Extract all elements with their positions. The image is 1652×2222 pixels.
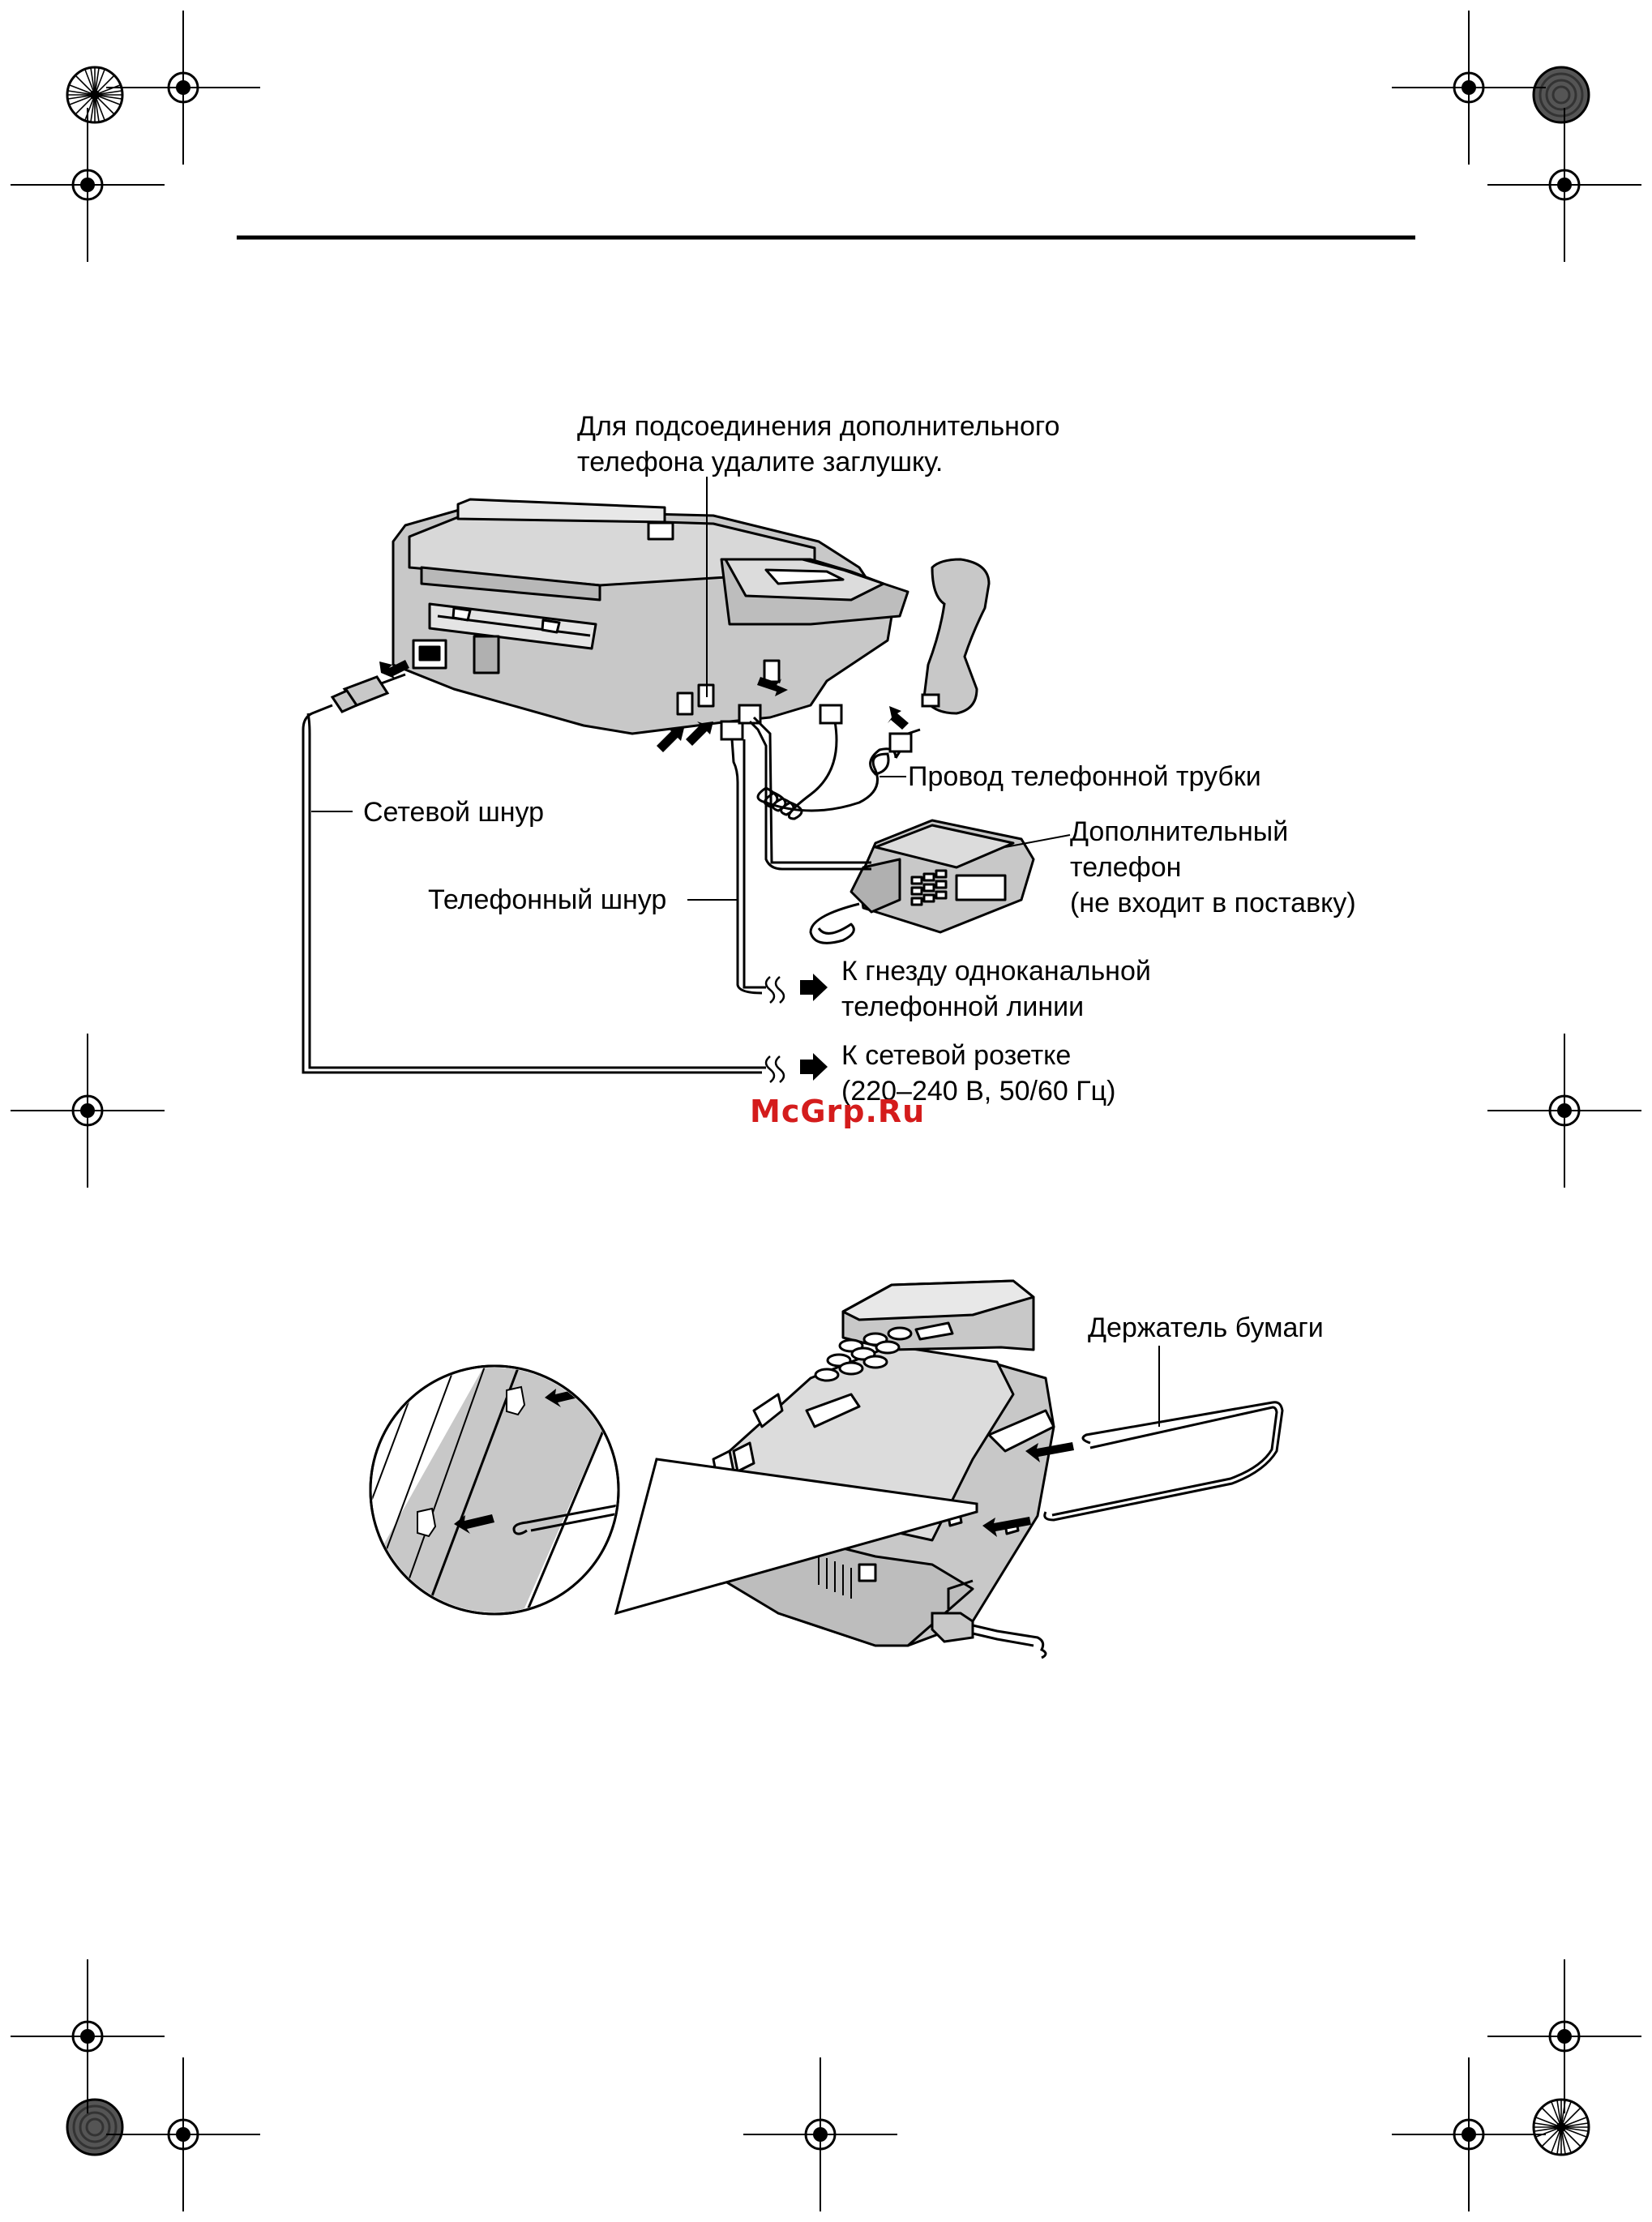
to-line-jack-line1: К гнезду одноканальной xyxy=(841,953,1151,989)
extension-phone xyxy=(811,820,1034,943)
fax-front-view xyxy=(685,1281,1054,1646)
to-line-jack-line2: телефонной линии xyxy=(841,989,1084,1025)
watermark: McGrp.Ru xyxy=(750,1094,925,1129)
phone-cord-label: Телефонный шнур xyxy=(428,882,666,918)
power-cord-label: Сетевой шнур xyxy=(363,794,544,830)
note-remove-plug-line2: телефона удалите заглушку. xyxy=(577,444,943,480)
extension-phone-line1: Дополнительный xyxy=(1070,814,1288,850)
handset-cord-label: Провод телефонной трубки xyxy=(908,759,1261,794)
extension-phone-line3: (не входит в поставку) xyxy=(1070,885,1356,921)
extension-phone-line2: телефон xyxy=(1070,850,1181,885)
telephone-line-cord xyxy=(721,705,871,993)
paper-holder xyxy=(1045,1402,1282,1520)
note-remove-plug-line1: Для подсоединения дополнительного xyxy=(577,409,1059,444)
cord-ends xyxy=(766,977,784,1082)
paper-holder-label: Держатель бумаги xyxy=(1088,1310,1324,1346)
handset xyxy=(922,559,989,713)
to-outlet-line1: К сетевой розетке xyxy=(841,1038,1071,1073)
fax-rear-view xyxy=(393,499,908,734)
